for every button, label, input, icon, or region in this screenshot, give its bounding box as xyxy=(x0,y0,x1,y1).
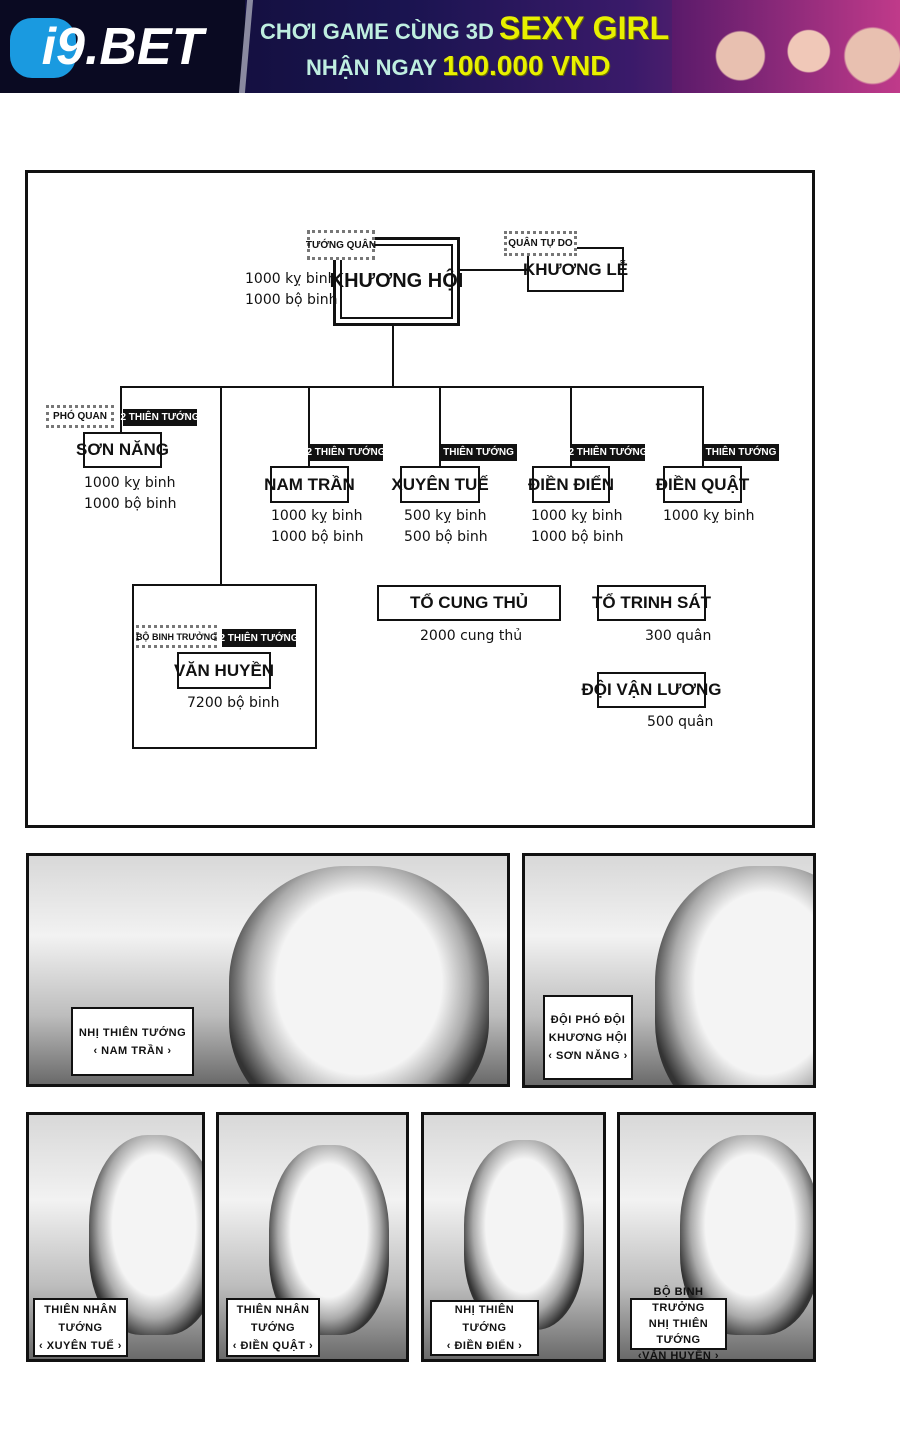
rank-label: PHÓ QUAN xyxy=(46,405,114,428)
connector-line xyxy=(460,269,527,271)
rank-tag: 2 THIÊN TƯỚNG xyxy=(219,629,299,647)
connector-line xyxy=(392,325,394,387)
character-illustration xyxy=(229,866,489,1084)
banner-line-1: CHƠI GAME CÙNG 3D SEXY GIRL xyxy=(260,10,670,46)
rank-label: QUÂN TỰ DO xyxy=(504,231,577,256)
org-chart-frame xyxy=(25,170,815,828)
supply-unit-box: ĐỘI VẬN LƯƠNG xyxy=(581,672,722,708)
son-nang-box: SƠN NĂNG xyxy=(76,432,169,468)
troop-stats: 300 quân xyxy=(645,628,712,644)
connector-line xyxy=(308,386,310,466)
connector-line xyxy=(120,386,704,388)
logo-text: i9.BET xyxy=(41,17,204,76)
character-illustration xyxy=(464,1140,584,1330)
rank-tag: 2 THIÊN TƯỚNG xyxy=(120,409,200,426)
archer-unit-box: TỔ CUNG THỦ xyxy=(377,585,561,621)
connector-line xyxy=(570,386,572,466)
rank-tag: 2 THIÊN TƯỚNG xyxy=(306,444,386,461)
connector-line xyxy=(439,386,441,466)
dien-dien-box: ĐIỀN ĐIỂN xyxy=(528,466,614,503)
banner-line-2: NHẬN NGAY 100.000 VND xyxy=(306,50,611,81)
connector-line xyxy=(120,386,122,432)
troop-stats: 500 quân xyxy=(647,714,714,730)
troop-stats: 2000 cung thủ xyxy=(420,628,523,644)
troop-stats: 7200 bộ binh xyxy=(187,695,280,711)
ad-banner[interactable]: i9.BET CHƠI GAME CÙNG 3D SEXY GIRL NHẬN … xyxy=(0,0,900,93)
scout-unit-box: TỔ TRINH SÁT xyxy=(592,585,711,621)
caption-box: NHỊ THIÊN TƯỚNG‹ NAM TRẦN › xyxy=(71,1007,194,1076)
rank-tag: THIÊN TƯỚNG xyxy=(440,444,517,461)
troop-stats: 1000 kỵ binh xyxy=(663,508,755,524)
rank-tag: 2 THIÊN TƯỚNG xyxy=(568,444,648,461)
xuyen-tue-box: XUYÊN TUẾ xyxy=(391,466,489,503)
rank-label: BỘ BINH TRƯỞNG xyxy=(136,625,217,648)
connector-line xyxy=(702,386,704,466)
i9bet-logo[interactable]: i9.BET xyxy=(0,0,245,93)
rank-label: TƯỚNG QUÂN xyxy=(306,230,376,260)
connector-line xyxy=(220,386,222,584)
logo-bubble xyxy=(10,18,76,78)
manga-panel-son-nang xyxy=(522,853,816,1088)
rank-tag: THIÊN TƯỚNG xyxy=(703,444,779,461)
banner-characters-image xyxy=(672,0,900,93)
caption-box: NHỊ THIÊN TƯỚNG‹ ĐIỀN ĐIỂN › xyxy=(430,1300,539,1356)
character-illustration xyxy=(655,866,813,1085)
van-huyen-box: VĂN HUYỀN xyxy=(174,652,274,689)
dien-quat-box: ĐIỀN QUẬT xyxy=(656,466,749,503)
nam-tran-box: NAM TRẦN xyxy=(264,466,355,503)
